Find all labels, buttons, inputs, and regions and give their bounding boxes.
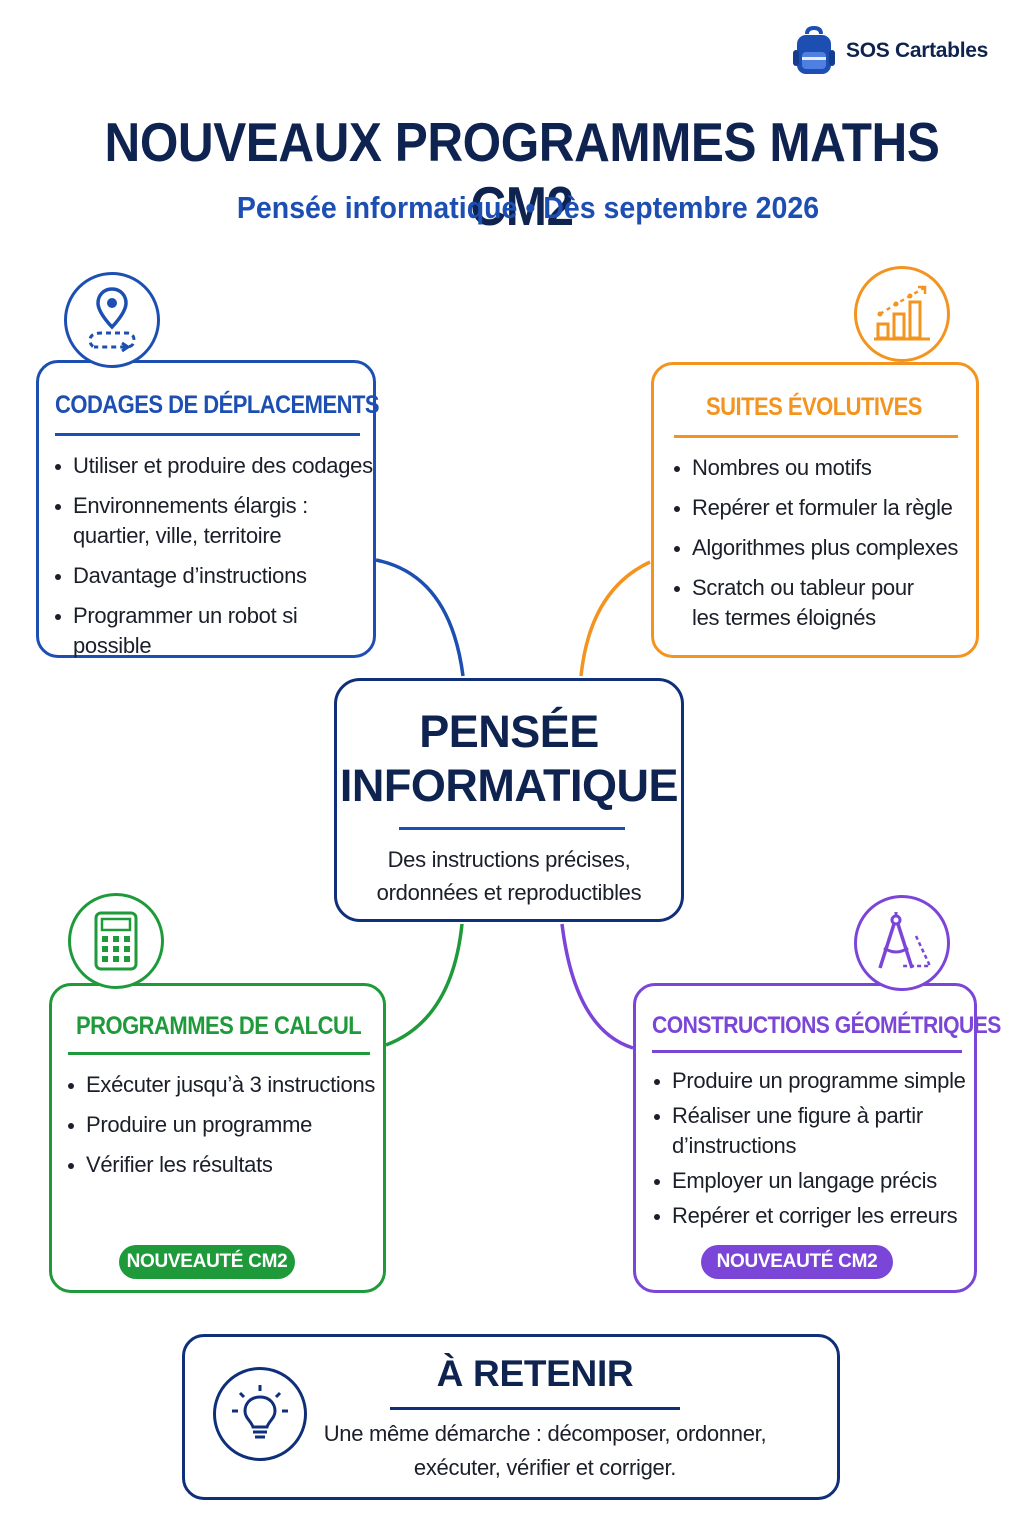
list-item: Employer un langage précis bbox=[652, 1166, 972, 1196]
connector-geometrie bbox=[560, 923, 634, 1050]
card-geometrie-rule bbox=[652, 1050, 962, 1053]
list-item: Repérer et corriger les erreurs bbox=[652, 1201, 972, 1231]
card-suites-list: Nombres ou motifs Repérer et formuler la… bbox=[672, 453, 972, 643]
retenir-title: À RETENIR bbox=[436, 1353, 634, 1394]
list-item: Environnements élargis : quartier, ville… bbox=[53, 491, 373, 551]
new-badge-calcul: NOUVEAUTÉ CM2 bbox=[119, 1245, 295, 1279]
backpack-icon bbox=[793, 26, 835, 74]
codages-icon-circle bbox=[64, 272, 160, 368]
new-badge-geometrie: NOUVEAUTÉ CM2 bbox=[701, 1245, 893, 1279]
list-item: Produire un programme simple bbox=[652, 1066, 972, 1096]
list-item: Produire un programme bbox=[66, 1110, 386, 1140]
list-item: Réaliser une figure à partir d’instructi… bbox=[652, 1101, 972, 1161]
geometrie-icon-circle bbox=[854, 895, 950, 991]
card-codages-rule bbox=[55, 433, 360, 436]
center-title: PENSÉE INFORMATIQUE bbox=[339, 706, 679, 811]
list-item: Scratch ou tableur pour les termes éloig… bbox=[672, 573, 972, 633]
list-item: Nombres ou motifs bbox=[672, 453, 972, 483]
list-item: Davantage d’instructions bbox=[53, 561, 373, 591]
card-codages: CODAGES DE DÉPLACEMENTS Utiliser et prod… bbox=[36, 360, 380, 658]
center-rule bbox=[399, 827, 625, 830]
page-subtitle: Pensée informatique • Dès septembre 2026 bbox=[236, 190, 820, 225]
retenir-rule bbox=[390, 1407, 680, 1410]
card-calcul-title: PROGRAMMES DE CALCUL bbox=[76, 1012, 362, 1040]
card-calcul-rule bbox=[68, 1052, 370, 1055]
card-geometrie-title: CONSTRUCTIONS GÉOMÉTRIQUES bbox=[652, 1012, 1001, 1039]
suites-icon-circle bbox=[854, 266, 950, 362]
brand-name: SOS Cartables bbox=[846, 39, 988, 62]
list-item: Exécuter jusqu’à 3 instructions bbox=[66, 1070, 386, 1100]
card-codages-title: CODAGES DE DÉPLACEMENTS bbox=[55, 391, 380, 419]
lightbulb-icon bbox=[232, 1385, 288, 1439]
growth-chart-icon bbox=[874, 285, 930, 341]
card-suites-rule bbox=[674, 435, 958, 438]
center-description: Des instructions précises, ordonnées et … bbox=[376, 847, 642, 905]
page-title: NOUVEAUX PROGRAMMES MATHS CM2 bbox=[104, 111, 940, 237]
calculator-icon bbox=[94, 911, 138, 971]
card-geometrie: CONSTRUCTIONS GÉOMÉTRIQUES Produire un p… bbox=[633, 983, 1001, 1293]
card-suites: SUITES ÉVOLUTIVES Nombres ou motifs Repé… bbox=[651, 362, 979, 658]
list-item: Algorithmes plus complexes bbox=[672, 533, 972, 563]
location-path-icon bbox=[88, 287, 136, 353]
center-node: PENSÉE INFORMATIQUE Des instructions pré… bbox=[334, 678, 684, 922]
card-geometrie-list: Produire un programme simple Réaliser un… bbox=[652, 1066, 972, 1236]
card-codages-list: Utiliser et produire des codages Environ… bbox=[53, 451, 373, 671]
list-item: Repérer et formuler la règle bbox=[672, 493, 972, 523]
connector-suites bbox=[579, 560, 651, 677]
list-item: Utiliser et produire des codages bbox=[53, 451, 373, 481]
connector-calcul bbox=[385, 923, 464, 1047]
brand: SOS Cartables bbox=[792, 26, 988, 76]
connector-codages bbox=[375, 558, 465, 677]
key-takeaway-box: À RETENIR Une même démarche : décomposer… bbox=[182, 1334, 840, 1500]
calcul-icon-circle bbox=[68, 893, 164, 989]
compass-icon bbox=[878, 912, 932, 969]
retenir-text: Une même démarche : décomposer, ordonner… bbox=[323, 1421, 767, 1480]
card-calcul-list: Exécuter jusqu’à 3 instructions Produire… bbox=[66, 1070, 386, 1190]
card-suites-title: SUITES ÉVOLUTIVES bbox=[706, 393, 922, 421]
retenir-icon-circle bbox=[213, 1367, 307, 1461]
list-item: Programmer un robot si possible bbox=[53, 601, 373, 661]
card-calcul: PROGRAMMES DE CALCUL Exécuter jusqu’à 3 … bbox=[49, 983, 386, 1293]
list-item: Vérifier les résultats bbox=[66, 1150, 386, 1180]
